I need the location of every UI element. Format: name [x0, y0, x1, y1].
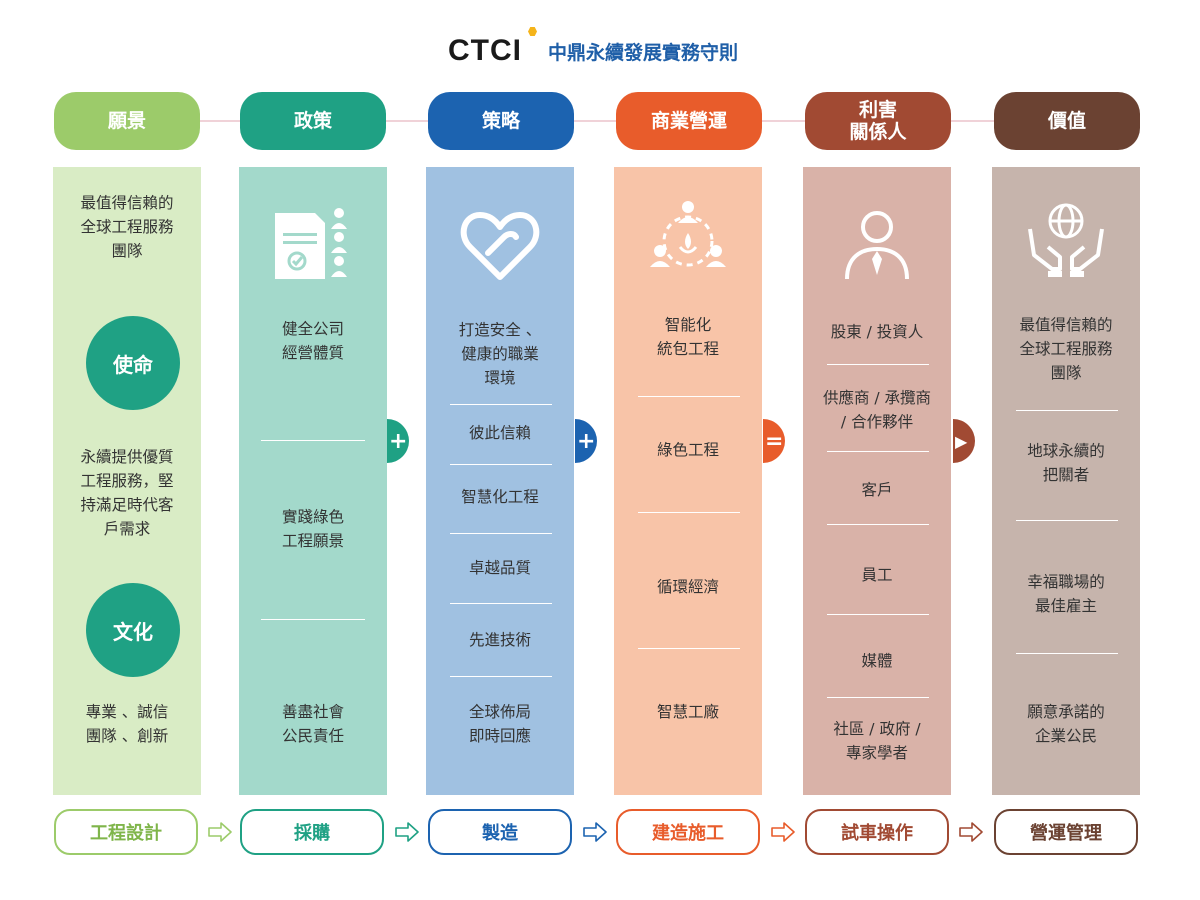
mission-text: 永續提供優質 工程服務，堅 持滿足時代客 戶需求 — [80, 448, 174, 538]
pill-policy: 政策 — [240, 92, 386, 150]
separator — [827, 524, 929, 525]
strategy-item: 彼此信賴 — [468, 424, 531, 442]
equals-operator: = — [763, 419, 785, 463]
separator — [450, 603, 552, 604]
strategy-item: 打造安全 、 健康的職業 環境 — [458, 321, 542, 387]
heart-handshake-icon — [460, 212, 540, 280]
separator — [638, 648, 740, 649]
separator — [827, 451, 929, 452]
column-stakeholders: 股東 / 投資人 供應商 / 承攬商 / 合作夥伴 客戶 員工 媒體 社區 / … — [803, 167, 951, 795]
separator — [827, 614, 929, 615]
stage-engineering-design: 工程設計 — [54, 809, 198, 855]
arrow-right-icon — [395, 822, 419, 842]
separator — [450, 464, 552, 465]
stage-procurement: 採購 — [240, 809, 384, 855]
value-item: 地球永續的 把關者 — [1027, 442, 1105, 484]
document-check-people-icon — [275, 208, 347, 279]
value-item: 最值得信賴的 全球工程服務 團隊 — [1019, 316, 1113, 382]
page-title: 中鼎永續發展實務守則 — [548, 42, 739, 64]
pill-connector-line — [200, 120, 1000, 122]
policy-item: 善盡社會 公民責任 — [281, 703, 344, 745]
policy-item: 實踐綠色 工程願景 — [281, 508, 344, 550]
stage-construction: 建造施工 — [616, 809, 760, 855]
separator — [638, 396, 740, 397]
column-strategy: 打造安全 、 健康的職業 環境 彼此信賴 智慧化工程 卓越品質 先進技術 全球佈… — [426, 167, 574, 795]
culture-text: 專業 、誠信 團隊 、創新 — [85, 703, 169, 745]
strategy-item: 智慧化工程 — [461, 488, 539, 506]
value-item: 願意承諾的 企業公民 — [1027, 703, 1105, 745]
people-network-icon — [650, 201, 726, 267]
arrow-right-icon — [583, 822, 607, 842]
play-operator: ▶ — [953, 419, 975, 463]
pill-operations: 商業營運 — [616, 92, 762, 150]
stakeholder-item: 股東 / 投資人 — [830, 323, 924, 341]
column-value: 最值得信賴的 全球工程服務 團隊 地球永續的 把關者 幸福職場的 最佳雇主 願意… — [992, 167, 1140, 795]
separator — [638, 512, 740, 513]
strategy-item: 卓越品質 — [468, 559, 531, 577]
column-vision: 最值得信賴的 全球工程服務 團隊 使命 永續提供優質 工程服務，堅 持滿足時代客… — [53, 167, 201, 795]
operations-item: 智能化 統包工程 — [656, 316, 719, 358]
policy-item: 健全公司 經營體質 — [281, 320, 344, 362]
person-tie-icon — [845, 211, 909, 280]
separator — [827, 364, 929, 365]
separator — [1016, 653, 1118, 654]
stakeholder-item: 媒體 — [861, 652, 893, 670]
pill-value: 價值 — [994, 92, 1140, 150]
strategy-item: 全球佈局 即時回應 — [468, 703, 531, 745]
pill-stakeholders: 利害 關係人 — [805, 92, 951, 150]
arrow-right-icon — [959, 822, 983, 842]
vision-text: 最值得信賴的 全球工程服務 團隊 — [80, 194, 174, 260]
stage-commissioning: 試車操作 — [805, 809, 949, 855]
pill-strategy: 策略 — [428, 92, 574, 150]
stakeholder-item: 客戶 — [861, 481, 893, 499]
plus-operator: + — [387, 419, 409, 463]
separator — [450, 404, 552, 405]
separator — [827, 697, 929, 698]
separator — [450, 533, 552, 534]
stakeholder-item: 供應商 / 承攬商 / 合作夥伴 — [822, 389, 932, 431]
separator — [1016, 410, 1118, 411]
hands-globe-icon — [1028, 203, 1104, 277]
arrow-right-icon — [771, 822, 795, 842]
logo-hexagon-dot — [528, 27, 537, 36]
operations-item: 循環經濟 — [656, 578, 719, 596]
separator — [261, 619, 365, 620]
separator — [261, 440, 365, 441]
separator — [450, 676, 552, 677]
mission-circle: 使命 — [86, 316, 180, 410]
pill-vision: 願景 — [54, 92, 200, 150]
column-operations: 智能化 統包工程 綠色工程 循環經濟 智慧工廠 — [614, 167, 762, 795]
ctci-logo: CTCI — [448, 34, 522, 67]
operations-item: 智慧工廠 — [656, 703, 719, 721]
arrow-right-icon — [208, 822, 232, 842]
stakeholder-item: 社區 / 政府 / 專家學者 — [833, 720, 921, 762]
column-policy: 健全公司 經營體質 實踐綠色 工程願景 善盡社會 公民責任 — [239, 167, 387, 795]
stakeholder-item: 員工 — [861, 566, 893, 584]
strategy-item: 先進技術 — [468, 631, 531, 649]
operations-item: 綠色工程 — [656, 441, 719, 459]
culture-circle: 文化 — [86, 583, 180, 677]
value-item: 幸福職場的 最佳雇主 — [1027, 573, 1105, 615]
separator — [1016, 520, 1118, 521]
plus-operator: + — [575, 419, 597, 463]
stage-operation-management: 營運管理 — [994, 809, 1138, 855]
stage-manufacturing: 製造 — [428, 809, 572, 855]
